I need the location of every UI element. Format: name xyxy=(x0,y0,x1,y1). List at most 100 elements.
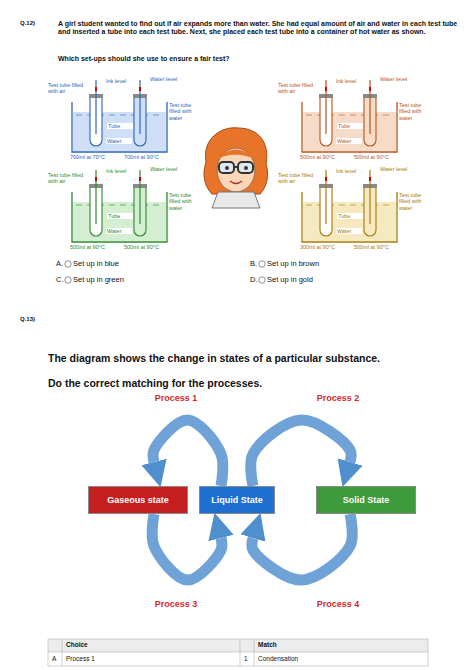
part-label: Test tube filled with water xyxy=(399,102,429,121)
girl-eye xyxy=(244,166,248,170)
container xyxy=(72,192,167,242)
part-label: Water level xyxy=(150,166,177,172)
ink-mark xyxy=(369,177,371,181)
question-text: A girl student wanted to find out if air… xyxy=(58,20,458,36)
volume-temperature: 500ml at 90°C xyxy=(354,154,389,160)
part-label: Ink level xyxy=(336,78,356,84)
radio-button xyxy=(65,277,71,283)
volume-temperature: 300ml at 90°C xyxy=(300,244,335,250)
container xyxy=(302,192,397,242)
table-rule xyxy=(254,639,255,666)
liquid-state-box: Liquid State xyxy=(199,486,275,514)
radio-button xyxy=(259,277,265,283)
girl-collar xyxy=(212,192,260,208)
part-label: Tube xyxy=(337,213,363,219)
girl-fringe xyxy=(217,150,255,161)
gas-state-box: Gaseous state xyxy=(88,486,188,514)
table-cell: Process 1 xyxy=(66,655,95,662)
option-letter: D. xyxy=(250,276,258,285)
goggle-left xyxy=(219,162,234,173)
volume-temperature: 700ml at 70°C xyxy=(70,154,105,160)
table-rule xyxy=(48,652,428,653)
table-rule xyxy=(428,639,429,666)
part-label: Water level xyxy=(150,76,177,82)
option-text: Set up in green xyxy=(73,276,124,285)
part-label: Water xyxy=(336,138,362,144)
volume-temperature: 700ml at 90°C xyxy=(124,154,159,160)
part-label: Tube xyxy=(107,213,133,219)
part-label: Ink level xyxy=(106,78,126,84)
diagram-heading: The diagram shows the change in states o… xyxy=(48,352,472,364)
experiment-setup xyxy=(302,170,397,242)
option-letter: A. xyxy=(56,260,63,269)
part-label: Tube xyxy=(337,123,363,129)
part-label: Test tube filled with air xyxy=(278,172,318,185)
part-label: Test tube filled with water xyxy=(169,192,199,211)
volume-temperature: 500ml at 90°C xyxy=(124,244,159,250)
girl-mouth xyxy=(230,181,242,184)
part-label: Water level xyxy=(380,76,407,82)
glass-tube xyxy=(369,170,370,224)
state-name: Liquid State xyxy=(211,495,263,505)
process-arrow xyxy=(152,514,222,580)
volume-temperature: 500ml at 90°C xyxy=(300,154,335,160)
part-label: Tube xyxy=(107,123,133,129)
ink-mark xyxy=(369,87,371,91)
table-cell: Condensation xyxy=(258,655,298,662)
option-text: Set up in blue xyxy=(73,260,119,269)
question-text: Which set-ups should she use to ensure a… xyxy=(58,55,458,63)
process-arrow xyxy=(153,420,223,486)
table-rule xyxy=(240,639,241,666)
volume-temperature: 500ml at 90°C xyxy=(70,244,105,250)
goggle-bridge xyxy=(234,166,238,168)
volume-temperature: 500ml at 90°C xyxy=(354,244,389,250)
table-rule xyxy=(48,666,428,667)
process-arrow xyxy=(251,420,351,486)
part-label: Test tube filled with air xyxy=(48,172,88,185)
question-text: Q.12) xyxy=(20,20,35,27)
option-letter: B. xyxy=(250,260,257,269)
glass-tube xyxy=(139,170,140,224)
process-label: Process 2 xyxy=(315,393,362,403)
table-header: Choice xyxy=(66,641,88,648)
girl-cartoon xyxy=(204,128,268,208)
ink-mark xyxy=(139,177,141,181)
match-table xyxy=(48,639,428,666)
option-letter: C. xyxy=(56,276,64,285)
goggle-right xyxy=(238,162,253,173)
ink-mark xyxy=(95,87,97,91)
ink-mark xyxy=(325,87,327,91)
part-label: Water level xyxy=(380,166,407,172)
experiment-setup xyxy=(72,170,167,242)
glass-tube xyxy=(95,170,96,224)
girl-hair xyxy=(204,128,268,194)
state-name: Solid State xyxy=(343,495,390,505)
part-label: Water xyxy=(336,228,362,234)
glass-tube xyxy=(95,80,96,134)
process-label: Process 3 xyxy=(153,599,200,609)
experiment-setup xyxy=(72,80,167,152)
experiment-setup xyxy=(302,80,397,152)
option-text: Set up in gold xyxy=(267,276,313,285)
part-label: Ink level xyxy=(336,168,356,174)
part-label: Test tube filled with air xyxy=(48,82,88,95)
radio-button xyxy=(65,261,71,267)
hot-water xyxy=(303,202,396,241)
hot-water xyxy=(73,202,166,241)
part-label: Water xyxy=(106,228,132,234)
part-label: Ink level xyxy=(106,168,126,174)
option-text: Set up in brown xyxy=(267,260,319,269)
container xyxy=(72,102,167,152)
part-label: Test tube filled with air xyxy=(278,82,318,95)
hot-water xyxy=(73,112,166,151)
solid-state-box: Solid State xyxy=(316,486,416,514)
process-label: Process 1 xyxy=(153,393,200,403)
table-header: Match xyxy=(258,641,277,648)
glass-tube xyxy=(369,80,370,134)
table-header-row xyxy=(48,639,428,652)
girl-eye xyxy=(225,166,229,170)
process-label: Process 4 xyxy=(315,599,362,609)
